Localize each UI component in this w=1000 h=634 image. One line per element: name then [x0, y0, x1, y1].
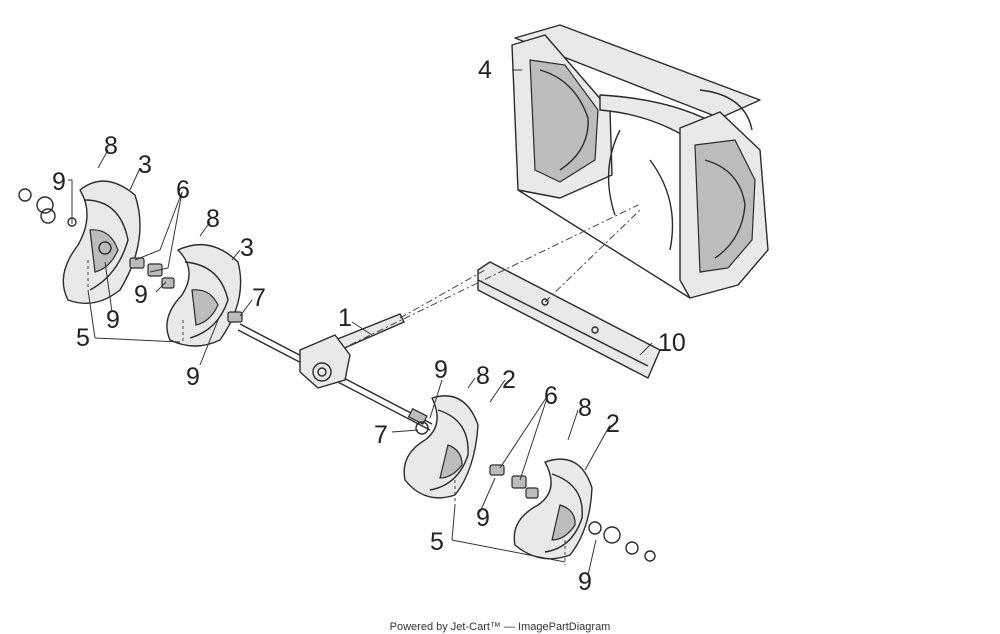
- callout-8d: 8: [578, 394, 592, 422]
- auger-shaft-assembly: [237, 313, 433, 431]
- support-bar: [477, 261, 661, 379]
- callout-9d: 9: [186, 363, 200, 391]
- callout-5a: 5: [76, 324, 90, 352]
- callout-3b: 3: [240, 234, 254, 262]
- spacer-group-right: [489, 464, 539, 499]
- callout-9c: 9: [106, 306, 120, 334]
- callout-7a: 7: [252, 284, 266, 312]
- auger-flight-right-inner: [403, 395, 479, 499]
- auger-flight-left-outer: [62, 180, 141, 304]
- spacer-group-left: [129, 257, 175, 289]
- callout-8c: 8: [476, 362, 490, 390]
- bearing-right: [603, 526, 656, 562]
- auger-housing: [511, 24, 769, 299]
- callout-9b: 9: [134, 281, 148, 309]
- footer-caption: Powered by Jet-Cart™ — ImagePartDiagram: [389, 621, 611, 633]
- auger-flight-right-outer: [513, 458, 602, 560]
- callout-2a: 2: [502, 366, 516, 394]
- callout-4: 4: [478, 56, 492, 84]
- callout-9f: 9: [476, 504, 490, 532]
- alignment-lines: [87, 204, 641, 565]
- callout-6a: 6: [176, 176, 190, 204]
- callout-1: 1: [338, 304, 352, 332]
- leader-lines: [68, 69, 653, 576]
- bearing-left: [18, 188, 77, 227]
- callout-3a: 3: [138, 151, 152, 179]
- callout-8a: 8: [104, 132, 118, 160]
- callout-labels: 1 2 2 3 3 4 5 5 6 6 7 7 8 8 8 8 9 9 9 9 …: [52, 56, 686, 596]
- auger-flight-left-inner: [166, 243, 243, 347]
- callout-5b: 5: [430, 528, 444, 556]
- callout-7b: 7: [374, 421, 388, 449]
- callout-9a: 9: [52, 168, 66, 196]
- callout-10: 10: [658, 329, 686, 357]
- callout-8b: 8: [206, 205, 220, 233]
- callout-2b: 2: [606, 410, 620, 438]
- callout-9g: 9: [578, 568, 592, 596]
- callout-9e: 9: [434, 356, 448, 384]
- callout-6b: 6: [544, 382, 558, 410]
